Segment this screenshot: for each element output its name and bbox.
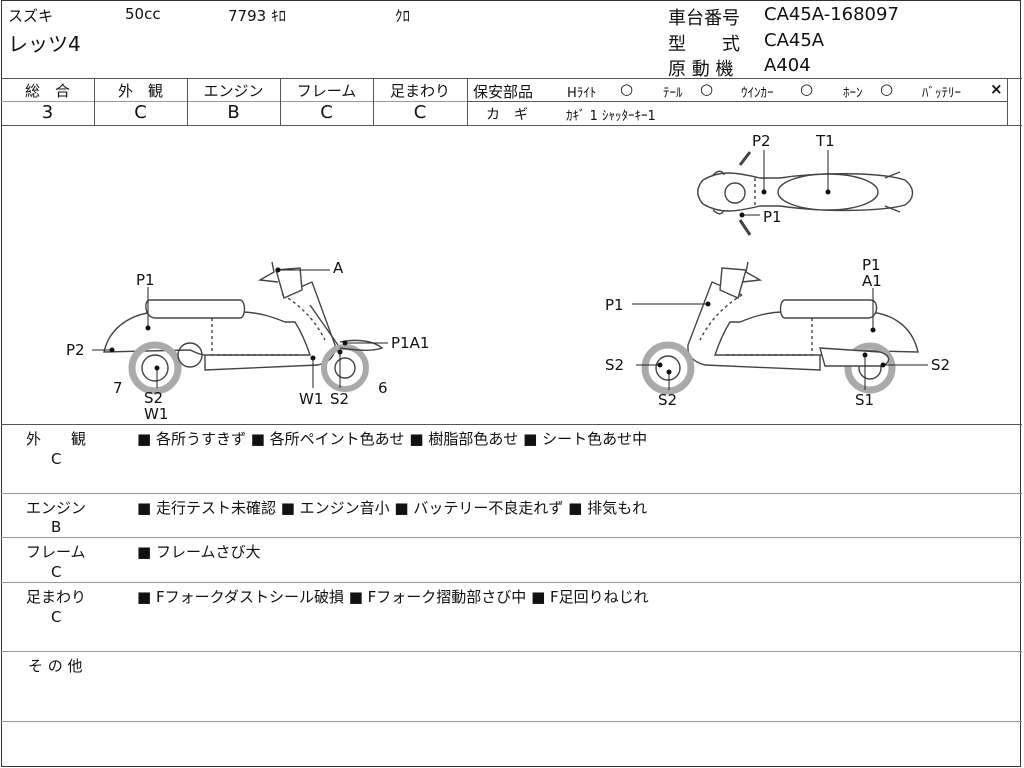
diagram-label: P2 — [752, 132, 771, 150]
note-label-engine: エンジン — [26, 499, 87, 517]
diagram-label: P1 — [763, 208, 782, 226]
note-label-exterior: 外 観 — [26, 430, 87, 448]
diagram-label: A1 — [862, 272, 882, 290]
scooter-right-view — [641, 261, 919, 395]
divider — [1, 101, 467, 102]
note-text-frame: ■ フレームさび大 — [137, 543, 261, 561]
engine-value: A404 — [764, 55, 811, 76]
type-label: 型 式 — [668, 34, 740, 55]
safety-mark-winker: ○ — [800, 80, 814, 98]
note-text-suspension: ■ Fフォークダストシール破損 ■ Fフォーク摺動部さび中 ■ F足回りねじれ — [137, 588, 649, 606]
divider — [1, 493, 1022, 494]
grade-label-frame: フレーム — [296, 82, 357, 100]
divider — [1, 537, 1022, 538]
mileage: 7793 ｷﾛ — [228, 7, 286, 25]
grade-value-suspension: C — [413, 102, 427, 123]
diagram-label: S2 — [658, 391, 678, 409]
diagram-label: 6 — [378, 379, 388, 397]
diagram-label: S2 — [330, 390, 350, 408]
diagram-label: T1 — [816, 132, 835, 150]
key-label: カ ギ — [486, 107, 528, 123]
divider — [1, 582, 1022, 583]
divider — [1, 125, 1022, 126]
note-text-engine: ■ 走行テスト未確認 ■ エンジン音小 ■ バッテリー不良走れず ■ 排気もれ — [137, 499, 648, 517]
divider — [94, 78, 95, 125]
grade-label-suspension: 足まわり — [389, 82, 450, 100]
grade-value-frame: C — [320, 102, 333, 123]
diagram-label: S2 — [144, 389, 164, 407]
diagram-label: S2 — [931, 356, 951, 374]
grade-value-exterior: C — [134, 102, 147, 123]
displacement: 50cc — [125, 5, 161, 23]
divider — [373, 78, 374, 125]
engine-label: 原 動 機 — [668, 59, 734, 80]
diagram-label: P1 — [862, 256, 881, 274]
grade-label-engine: エンジン — [203, 82, 264, 100]
maker: スズキ — [8, 7, 54, 25]
safety-item-headlight: Hﾗｲﾄ — [567, 86, 597, 101]
safety-item-winker: ｳｲﾝｶｰ — [741, 86, 774, 101]
grade-label-overall: 総 合 — [24, 82, 70, 100]
diagram-label: P1 — [605, 296, 624, 314]
note-text-exterior: ■ 各所うすきず ■ 各所ペイント色あせ ■ 樹脂部色あせ ■ シート色あせ中 — [137, 430, 648, 448]
divider — [1, 721, 1022, 722]
diagram-label: P2 — [66, 341, 85, 359]
divider — [1, 424, 1022, 425]
scooter-top-view — [697, 151, 914, 236]
note-grade-suspension: C — [51, 608, 62, 626]
frame-no-label: 車台番号 — [668, 8, 740, 29]
key-value: ｶｷﾞ 1 ｼｬｯﾀｰｷｰ1 — [566, 109, 656, 124]
grade-value-engine: B — [227, 102, 240, 123]
note-grade-frame: C — [51, 563, 62, 581]
divider — [1, 78, 1022, 79]
scooter-left-view — [103, 261, 384, 395]
divider — [467, 101, 1007, 102]
diagram-label: S2 — [605, 356, 625, 374]
diagram-label: W1 — [144, 405, 169, 423]
safety-item-tail: ﾃｰﾙ — [663, 86, 683, 101]
frame-no: CA45A-168097 — [764, 4, 899, 25]
grade-value-overall: 3 — [41, 102, 54, 123]
divider — [1, 651, 1022, 652]
safety-mark-horn: ○ — [880, 80, 894, 98]
safety-mark-battery: × — [990, 80, 1003, 98]
divider — [280, 78, 281, 125]
safety-label: 保安部品 — [473, 83, 534, 101]
color: ｸﾛ — [395, 7, 411, 25]
note-label-suspension: 足まわり — [26, 588, 87, 606]
type-value: CA45A — [764, 30, 825, 51]
diagram-label: A — [333, 259, 344, 277]
note-grade-engine: B — [51, 518, 62, 536]
divider — [187, 78, 188, 125]
note-label-frame: フレーム — [26, 543, 86, 561]
scooter-diagram — [92, 150, 928, 395]
note-grade-exterior: C — [51, 450, 62, 468]
diagram-label: W1 — [299, 390, 324, 408]
model-name: レッツ4 — [8, 32, 81, 56]
divider — [1007, 78, 1008, 125]
diagram-label: P1A1 — [391, 334, 430, 352]
note-label-other: そ の 他 — [28, 657, 83, 675]
diagram-label: S1 — [855, 391, 875, 409]
diagram-label: 7 — [113, 379, 123, 397]
safety-item-horn: ﾎｰﾝ — [843, 86, 863, 101]
safety-mark-headlight: ○ — [620, 80, 634, 98]
diagram-label: P1 — [136, 271, 155, 289]
grade-label-exterior: 外 観 — [117, 82, 163, 100]
safety-mark-tail: ○ — [700, 80, 714, 98]
divider — [467, 78, 468, 125]
safety-item-battery: ﾊﾞｯﾃﾘｰ — [922, 86, 961, 101]
